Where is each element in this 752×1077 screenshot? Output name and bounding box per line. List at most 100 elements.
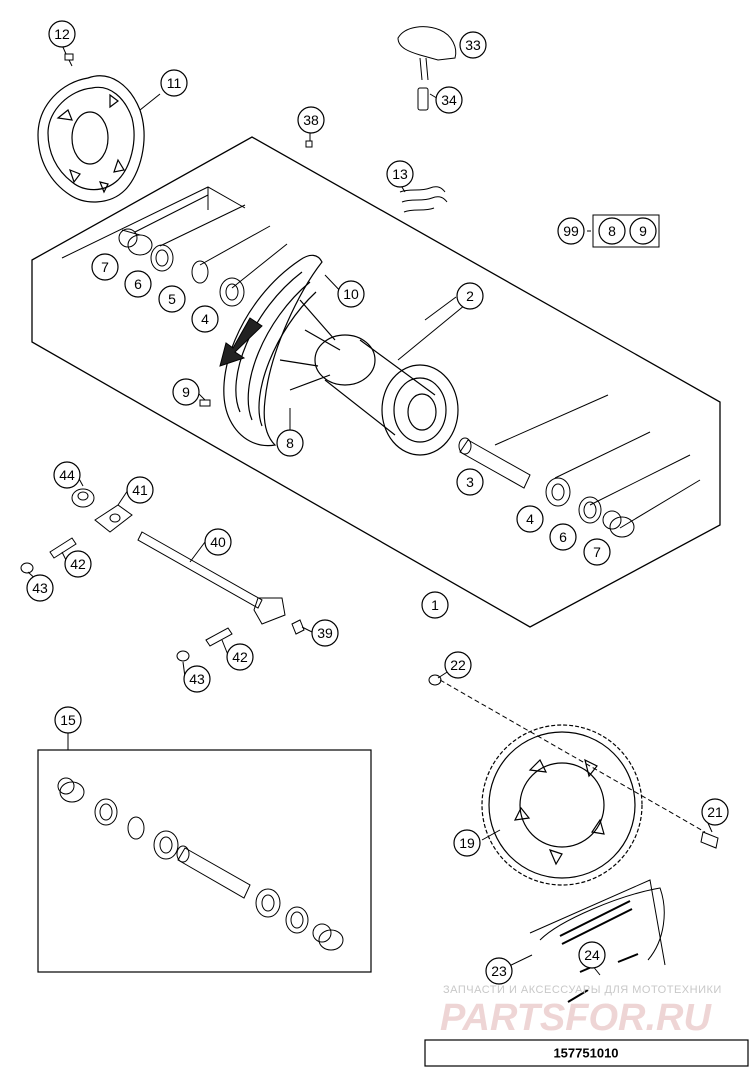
inset-circlip	[127, 816, 145, 840]
callout-3-label: 3	[466, 474, 474, 490]
callout-41-label: 41	[132, 482, 148, 498]
callout-1	[421, 591, 449, 619]
callout-2-label: 2	[466, 288, 474, 304]
callout-11	[160, 69, 188, 97]
callout-6a-label: 6	[134, 276, 142, 292]
callout-44-label: 44	[59, 467, 75, 483]
callout-4b-label: 4	[526, 511, 534, 527]
callout-33-label: 33	[465, 37, 481, 53]
callout-42a	[64, 550, 92, 578]
sprocket-nut	[428, 674, 442, 686]
callout-9-label: 9	[182, 384, 190, 400]
left-bearing	[219, 277, 245, 307]
callout-5-label: 5	[168, 291, 176, 307]
callout-24-label: 24	[584, 947, 600, 963]
callout-7a-label: 7	[101, 259, 109, 275]
kit-part-9-label: 9	[639, 223, 647, 239]
inset-seal-2	[285, 906, 309, 934]
callout-4a-label: 4	[201, 311, 209, 327]
callout-1-label: 1	[431, 597, 439, 613]
callout-15-label: 15	[60, 712, 76, 728]
callout-10-label: 10	[343, 286, 359, 302]
kit-box	[592, 214, 660, 248]
callout-19	[453, 829, 481, 857]
callout-43b	[183, 665, 211, 693]
callout-kit-9	[629, 217, 657, 245]
small-plug	[305, 140, 313, 148]
callout-34-label: 34	[441, 92, 457, 108]
callout-12-label: 12	[54, 26, 70, 42]
callout-6a	[124, 270, 152, 298]
callout-33	[459, 31, 487, 59]
callout-15	[54, 706, 82, 734]
callout-8	[276, 429, 304, 457]
kit-number-label: 99	[563, 223, 579, 239]
mounting-bolt	[417, 87, 429, 111]
drawing-number: 157751010	[553, 1046, 618, 1061]
callout-7b-label: 7	[593, 544, 601, 560]
wheel-assembly-frame	[31, 136, 721, 628]
adjusting-screw	[49, 537, 77, 559]
callout-24	[578, 941, 606, 969]
callout-13-label: 13	[392, 166, 408, 182]
inset-spacer	[57, 777, 85, 803]
callout-43b-label: 43	[189, 671, 205, 687]
adjuster-screw-right	[205, 627, 233, 647]
kit-part-8-label: 8	[608, 223, 616, 239]
left-spacer	[118, 228, 153, 256]
distance-sleeve	[458, 437, 531, 489]
callout-11-label: 11	[167, 75, 182, 91]
drawing-number-box	[424, 1039, 749, 1067]
callout-23	[485, 957, 513, 985]
callout-2	[456, 282, 484, 310]
callout-44	[53, 461, 81, 489]
inset-spacer-2	[312, 923, 344, 951]
callout-8-label: 8	[286, 435, 294, 451]
disc-screw	[64, 53, 74, 67]
balance-weight	[199, 399, 211, 407]
wheel-rim	[223, 254, 323, 447]
callout-43a	[26, 574, 54, 602]
bearing-kit-inset-frame	[37, 749, 372, 973]
callout-6b-label: 6	[559, 529, 567, 545]
watermark-logo: PARTSFOR.RU	[440, 997, 712, 1039]
callout-42b	[226, 643, 254, 671]
rotation-direction-arrow	[219, 317, 263, 367]
callout-42b-label: 42	[232, 649, 248, 665]
right-spacer	[602, 510, 635, 538]
inset-seal	[94, 798, 118, 826]
callout-circles	[26, 20, 729, 985]
callout-40	[204, 528, 232, 556]
callout-10	[337, 280, 365, 308]
lock-nut	[20, 562, 34, 574]
callout-4b	[516, 505, 544, 533]
callout-7b	[583, 538, 611, 566]
left-seal	[150, 244, 174, 272]
callout-5	[158, 285, 186, 313]
chain-inset	[529, 879, 666, 1003]
callout-kit-8	[598, 217, 626, 245]
wheel-axle	[137, 531, 286, 625]
callout-7a	[91, 253, 119, 281]
callout-13	[386, 160, 414, 188]
callout-40-label: 40	[210, 534, 226, 550]
callout-34	[435, 86, 463, 114]
callout-4a	[191, 305, 219, 333]
callout-22	[444, 651, 472, 679]
wheel-hub	[279, 299, 459, 456]
axle-nut	[71, 488, 95, 508]
inset-bearing	[153, 830, 179, 860]
callout-labels: 1 2 3 4 4 5 6 6 7 7 8 9 10 11 12 13 15 1…	[32, 26, 723, 979]
callout-9	[172, 378, 200, 406]
callout-99	[557, 217, 585, 245]
callout-42a-label: 42	[70, 556, 86, 572]
callout-21-label: 21	[707, 804, 723, 820]
chain-adjuster	[94, 504, 133, 533]
callout-22-label: 22	[450, 657, 466, 673]
spoke-nipple-set	[399, 186, 448, 213]
callout-43a-label: 43	[32, 580, 48, 596]
rear-sprocket	[481, 724, 643, 886]
inset-bearing-2	[255, 888, 281, 918]
